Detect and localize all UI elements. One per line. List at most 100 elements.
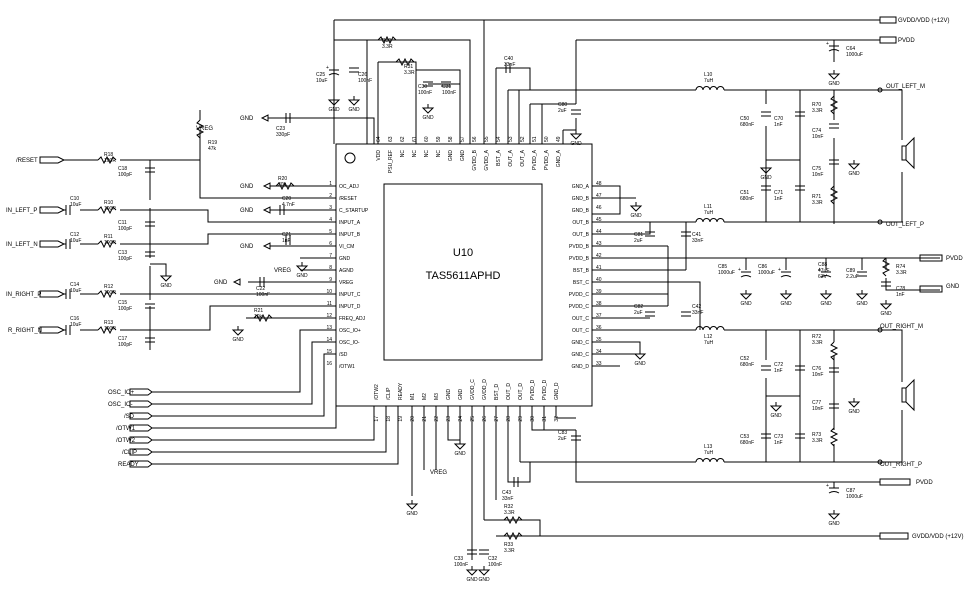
pin-num-37: 37 [596, 313, 602, 319]
c51-val: 680nF [740, 196, 754, 202]
c18-val: 100pF [118, 172, 132, 178]
pin-name-52: OUT_A [520, 149, 526, 166]
port-in-left-n: IN_LEFT_N [6, 242, 38, 248]
c25-ref: C25 [316, 72, 325, 78]
pin-name-32: GND_D [554, 382, 560, 400]
pin-name-37: OUT_C [572, 316, 589, 322]
pin-num-41: 41 [596, 265, 602, 271]
gnd-symbol-label: GND [406, 511, 418, 517]
port-ready: READY [118, 462, 139, 468]
gnd-symbol-label: GND [780, 301, 792, 307]
port-gvdd-top: GVDD/VDD (+12V) [898, 18, 950, 24]
r74-val: 3.3R [896, 270, 907, 276]
pin-num-63: 63 [388, 136, 394, 142]
r33-val: 3.3R [504, 548, 515, 554]
pin-num-16: 16 [326, 361, 332, 367]
r20-ref: R20 [278, 176, 287, 182]
pin-name-24: GND [458, 389, 464, 401]
gnd-symbol-label: GND [740, 301, 752, 307]
l10-val: 7uH [704, 78, 714, 84]
c22-val: 100nF [256, 292, 270, 298]
pin-num-59: 59 [436, 136, 442, 142]
port-out-left-p: OUT_LEFT_P [886, 222, 924, 228]
pin-num-13: 13 [326, 325, 332, 331]
chip-part: TAS5611APHD [426, 270, 501, 282]
port-gvdd-bot: GVDD/VDD (+12V) [912, 534, 964, 540]
r11-ref: R11 [104, 234, 113, 240]
c15-ref: C15 [118, 300, 127, 306]
pin-num-54: 54 [496, 136, 502, 142]
pin-num-29: 29 [518, 416, 524, 422]
pin-name-45: OUT_B [572, 220, 589, 226]
pin-num-40: 40 [596, 277, 602, 283]
gnd-symbol-label: GND [454, 451, 466, 457]
c89-ref: C89 [846, 268, 855, 274]
gnd-symbol: GND [327, 96, 341, 113]
c22-ref: C22 [256, 286, 265, 292]
c81-ref: C81 [634, 232, 643, 238]
pin-name-43: PVDD_B [569, 244, 590, 250]
c51-ref: C51 [740, 190, 749, 196]
gnd-symbol: GND [847, 160, 861, 177]
pin-num-50: 50 [544, 136, 550, 142]
pin-name-57: GND [460, 150, 466, 162]
c32-val: 100nF [488, 562, 502, 568]
gnd-symbol: GND [465, 566, 479, 583]
l13-ref: L13 [704, 444, 713, 450]
r18-ref: R18 [104, 152, 113, 158]
net-gnd-r20: GND [240, 184, 254, 190]
port-r-right-n: R_RIGHT_N [8, 328, 42, 334]
pin-num-61: 61 [412, 136, 418, 142]
gnd-symbol-label: GND [160, 283, 172, 289]
port-out-left-m: OUT_LEFT_M [886, 84, 925, 90]
gnd-symbol: GND [295, 262, 309, 279]
pin-num-25: 25 [470, 416, 476, 422]
c72-ref: C72 [774, 362, 783, 368]
pin-name-55: GVDD_A [484, 149, 490, 170]
gnd-symbol: GND [231, 326, 245, 343]
gnd-symbol-label: GND [880, 311, 892, 317]
pin-name-19: READY [398, 382, 404, 400]
pin-name-47: GND_B [572, 196, 590, 202]
pin-num-22: 22 [434, 416, 440, 422]
pin-name-16: /OTW1 [339, 364, 355, 370]
c71-val: 1nF [774, 196, 783, 202]
c86-val: 1000uF [758, 270, 775, 276]
c12-val: 10uF [70, 238, 81, 244]
pin-num-2: 2 [329, 193, 332, 199]
r30-ref: R30 [382, 38, 391, 44]
c15-val: 100pF [118, 306, 132, 312]
pin-num-46: 46 [596, 205, 602, 211]
pin-name-12: FREQ_ADJ [339, 316, 366, 322]
c64-ref: C64 [846, 46, 855, 52]
gnd-symbol-label: GND [570, 141, 582, 147]
c76-ref: C76 [812, 366, 821, 372]
c80-ref: C80 [558, 102, 567, 108]
r74-ref: R74 [896, 264, 905, 270]
pin-num-4: 4 [329, 217, 332, 223]
c83-ref: C83 [558, 430, 567, 436]
pin-name-40: BST_C [573, 280, 590, 286]
pin-name-39: PVDD_C [569, 292, 590, 298]
pin-name-14: OSC_IO- [339, 340, 360, 346]
c82-val: 2uF [634, 310, 643, 316]
port-pvdd-bot: PVDD [916, 480, 933, 486]
pin-name-62: NC [400, 150, 406, 158]
c53-ref: C53 [740, 434, 749, 440]
r70-val: 3.3R [812, 108, 823, 114]
c10-val: 10uF [70, 202, 81, 208]
c82-ref: C82 [634, 304, 643, 310]
gnd-symbol: GND [819, 290, 833, 307]
gnd-symbol-label: GND [466, 577, 478, 583]
